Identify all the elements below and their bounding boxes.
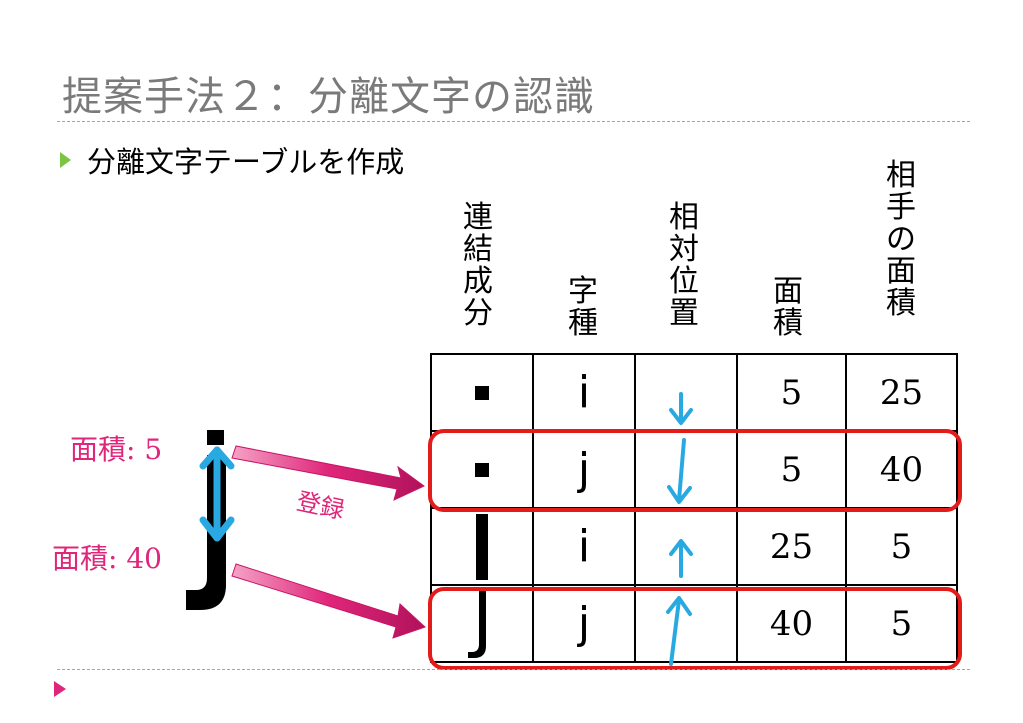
footer-triangle-icon [54, 681, 66, 697]
bullet-item: 分離文字テーブルを作成 [60, 142, 405, 179]
title-divider [57, 121, 970, 122]
row-highlight-j-dot [428, 429, 962, 512]
row-highlight-j-stem [428, 587, 962, 670]
header-component: 連結成分 [463, 200, 493, 331]
bullet-text: 分離文字テーブルを作成 [87, 145, 405, 179]
table-cell-partner-area: 5 [845, 584, 958, 663]
arrow-up-icon [669, 539, 693, 578]
register-arrow-icon [231, 563, 426, 639]
register-arrow-icon [231, 445, 425, 501]
bullet-triangle-icon [60, 152, 71, 168]
header-relative-position: 相対位置 [669, 200, 699, 331]
double-arrow-icon [199, 446, 235, 542]
area-label-stem: 面積: 40 [52, 542, 162, 575]
header-area: 面積 [773, 274, 803, 341]
stem-j-icon [468, 587, 486, 658]
footer-divider [57, 669, 970, 670]
slide-title: 提案手法２：分離文字の認識 [62, 74, 595, 120]
header-partner-area: 相手の面積 [886, 158, 916, 321]
header-char-type: 字種 [568, 274, 598, 341]
arrow-up-icon [666, 596, 692, 666]
arrow-down-icon [669, 392, 693, 425]
dot-square-icon [475, 385, 489, 400]
dot-square-icon [475, 462, 489, 477]
stem-i-icon [476, 513, 488, 580]
arrow-down-icon [667, 438, 692, 504]
area-label-dot: 面積: 5 [70, 433, 163, 466]
